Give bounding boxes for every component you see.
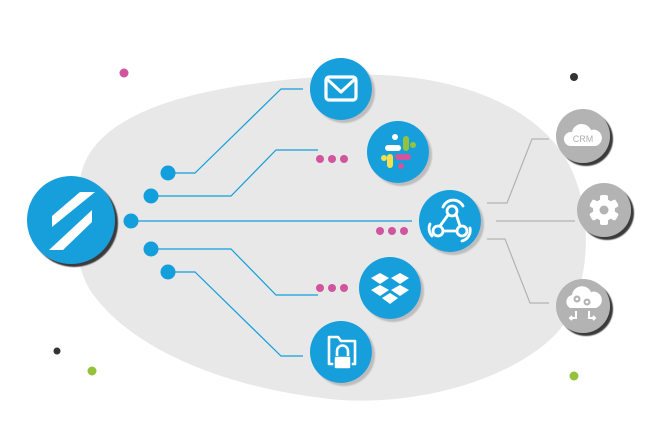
node-webhook[interactable] <box>419 190 481 252</box>
node-secure-folder[interactable] <box>310 321 372 383</box>
webhook-icon <box>427 198 472 243</box>
source-logo-node[interactable] <box>27 176 115 264</box>
node-crm[interactable]: CRM <box>556 109 610 163</box>
slack-icon <box>381 134 416 169</box>
output-lines <box>487 138 575 304</box>
ellipsis-webhook <box>376 227 408 235</box>
connector-dots <box>123 165 176 280</box>
connector-lines <box>131 88 412 357</box>
envelope-icon <box>324 75 358 102</box>
crm-cloud-icon: CRM <box>563 123 602 146</box>
decor-dot-pink <box>119 68 129 78</box>
double-slash-logo-icon <box>49 192 95 250</box>
node-settings[interactable] <box>577 183 631 237</box>
decor-dot-green <box>569 371 579 381</box>
crm-label: CRM <box>573 134 594 144</box>
node-email[interactable] <box>310 58 372 120</box>
decor-dot-green <box>87 366 97 376</box>
decor-dot-dark <box>53 347 61 355</box>
locked-folder-icon <box>327 335 357 370</box>
ellipsis-slack <box>316 155 348 163</box>
dropbox-icon <box>371 273 409 304</box>
gear-icon <box>589 195 619 225</box>
node-slack[interactable] <box>367 121 429 183</box>
node-dropbox[interactable] <box>359 257 421 319</box>
background-blob <box>74 74 586 401</box>
cloud-gears-sync-icon <box>566 286 602 321</box>
node-cloud-automation[interactable] <box>556 279 610 333</box>
decor-dot-dark <box>570 73 578 81</box>
ellipsis-dropbox <box>316 284 348 292</box>
